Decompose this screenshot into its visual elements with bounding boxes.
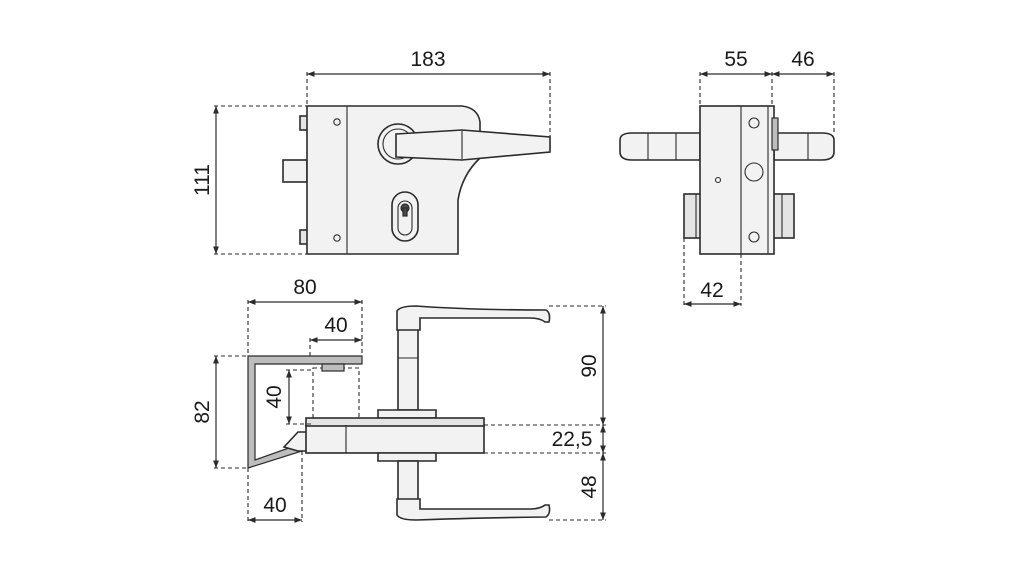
- dim-front-height: 111: [191, 164, 214, 196]
- screw-top: [333, 118, 341, 126]
- dim-side-bottom: 42: [700, 279, 723, 302]
- lever-handle: [395, 129, 551, 161]
- dim-handle-lower: 48: [578, 475, 601, 498]
- side-rosette: [771, 117, 779, 151]
- side-view: 55 46 42: [619, 48, 835, 307]
- dim-handle-upper: 90: [578, 354, 601, 377]
- side-handle-right: [773, 132, 835, 161]
- upper-lever: [396, 305, 551, 331]
- lower-lever: [396, 498, 551, 521]
- dim-post-height: 82: [191, 400, 214, 423]
- dim-lock-body: 22,5: [552, 428, 593, 451]
- dim-side-right: 46: [791, 48, 814, 71]
- dim-post-depth: 40: [263, 385, 286, 408]
- lower-spindle: [397, 460, 419, 502]
- dim-side-left: 55: [724, 48, 747, 71]
- side-screw-bottom: [748, 231, 760, 243]
- upper-rosette: [377, 409, 437, 419]
- top-lock-plate: [305, 417, 485, 427]
- upper-spindle: [397, 327, 419, 411]
- screw-bottom: [333, 234, 341, 242]
- latch-bolt: [282, 159, 308, 183]
- gate-post-profile: [247, 355, 363, 469]
- dim-front-width: 183: [410, 48, 445, 71]
- side-latch-hole: [744, 162, 764, 182]
- side-handle-left: [619, 132, 701, 161]
- side-pin: [714, 176, 722, 184]
- side-screw-top: [748, 117, 760, 129]
- dim-top-inner: 40: [324, 314, 347, 337]
- lower-rosette: [377, 452, 437, 462]
- dim-top-overall: 80: [293, 276, 316, 299]
- square-tube-hidden: [312, 367, 360, 425]
- cylinder-inner: [397, 200, 413, 236]
- top-view: 80 40 82 40 40 90 22,5 48: [191, 276, 606, 523]
- keyhole-slot: [402, 207, 408, 217]
- top-lock-body: [305, 424, 485, 454]
- side-housing: [699, 105, 775, 255]
- post-clip: [321, 363, 345, 372]
- dim-post-bottom: 40: [263, 494, 286, 517]
- front-view: 183 111: [191, 48, 551, 255]
